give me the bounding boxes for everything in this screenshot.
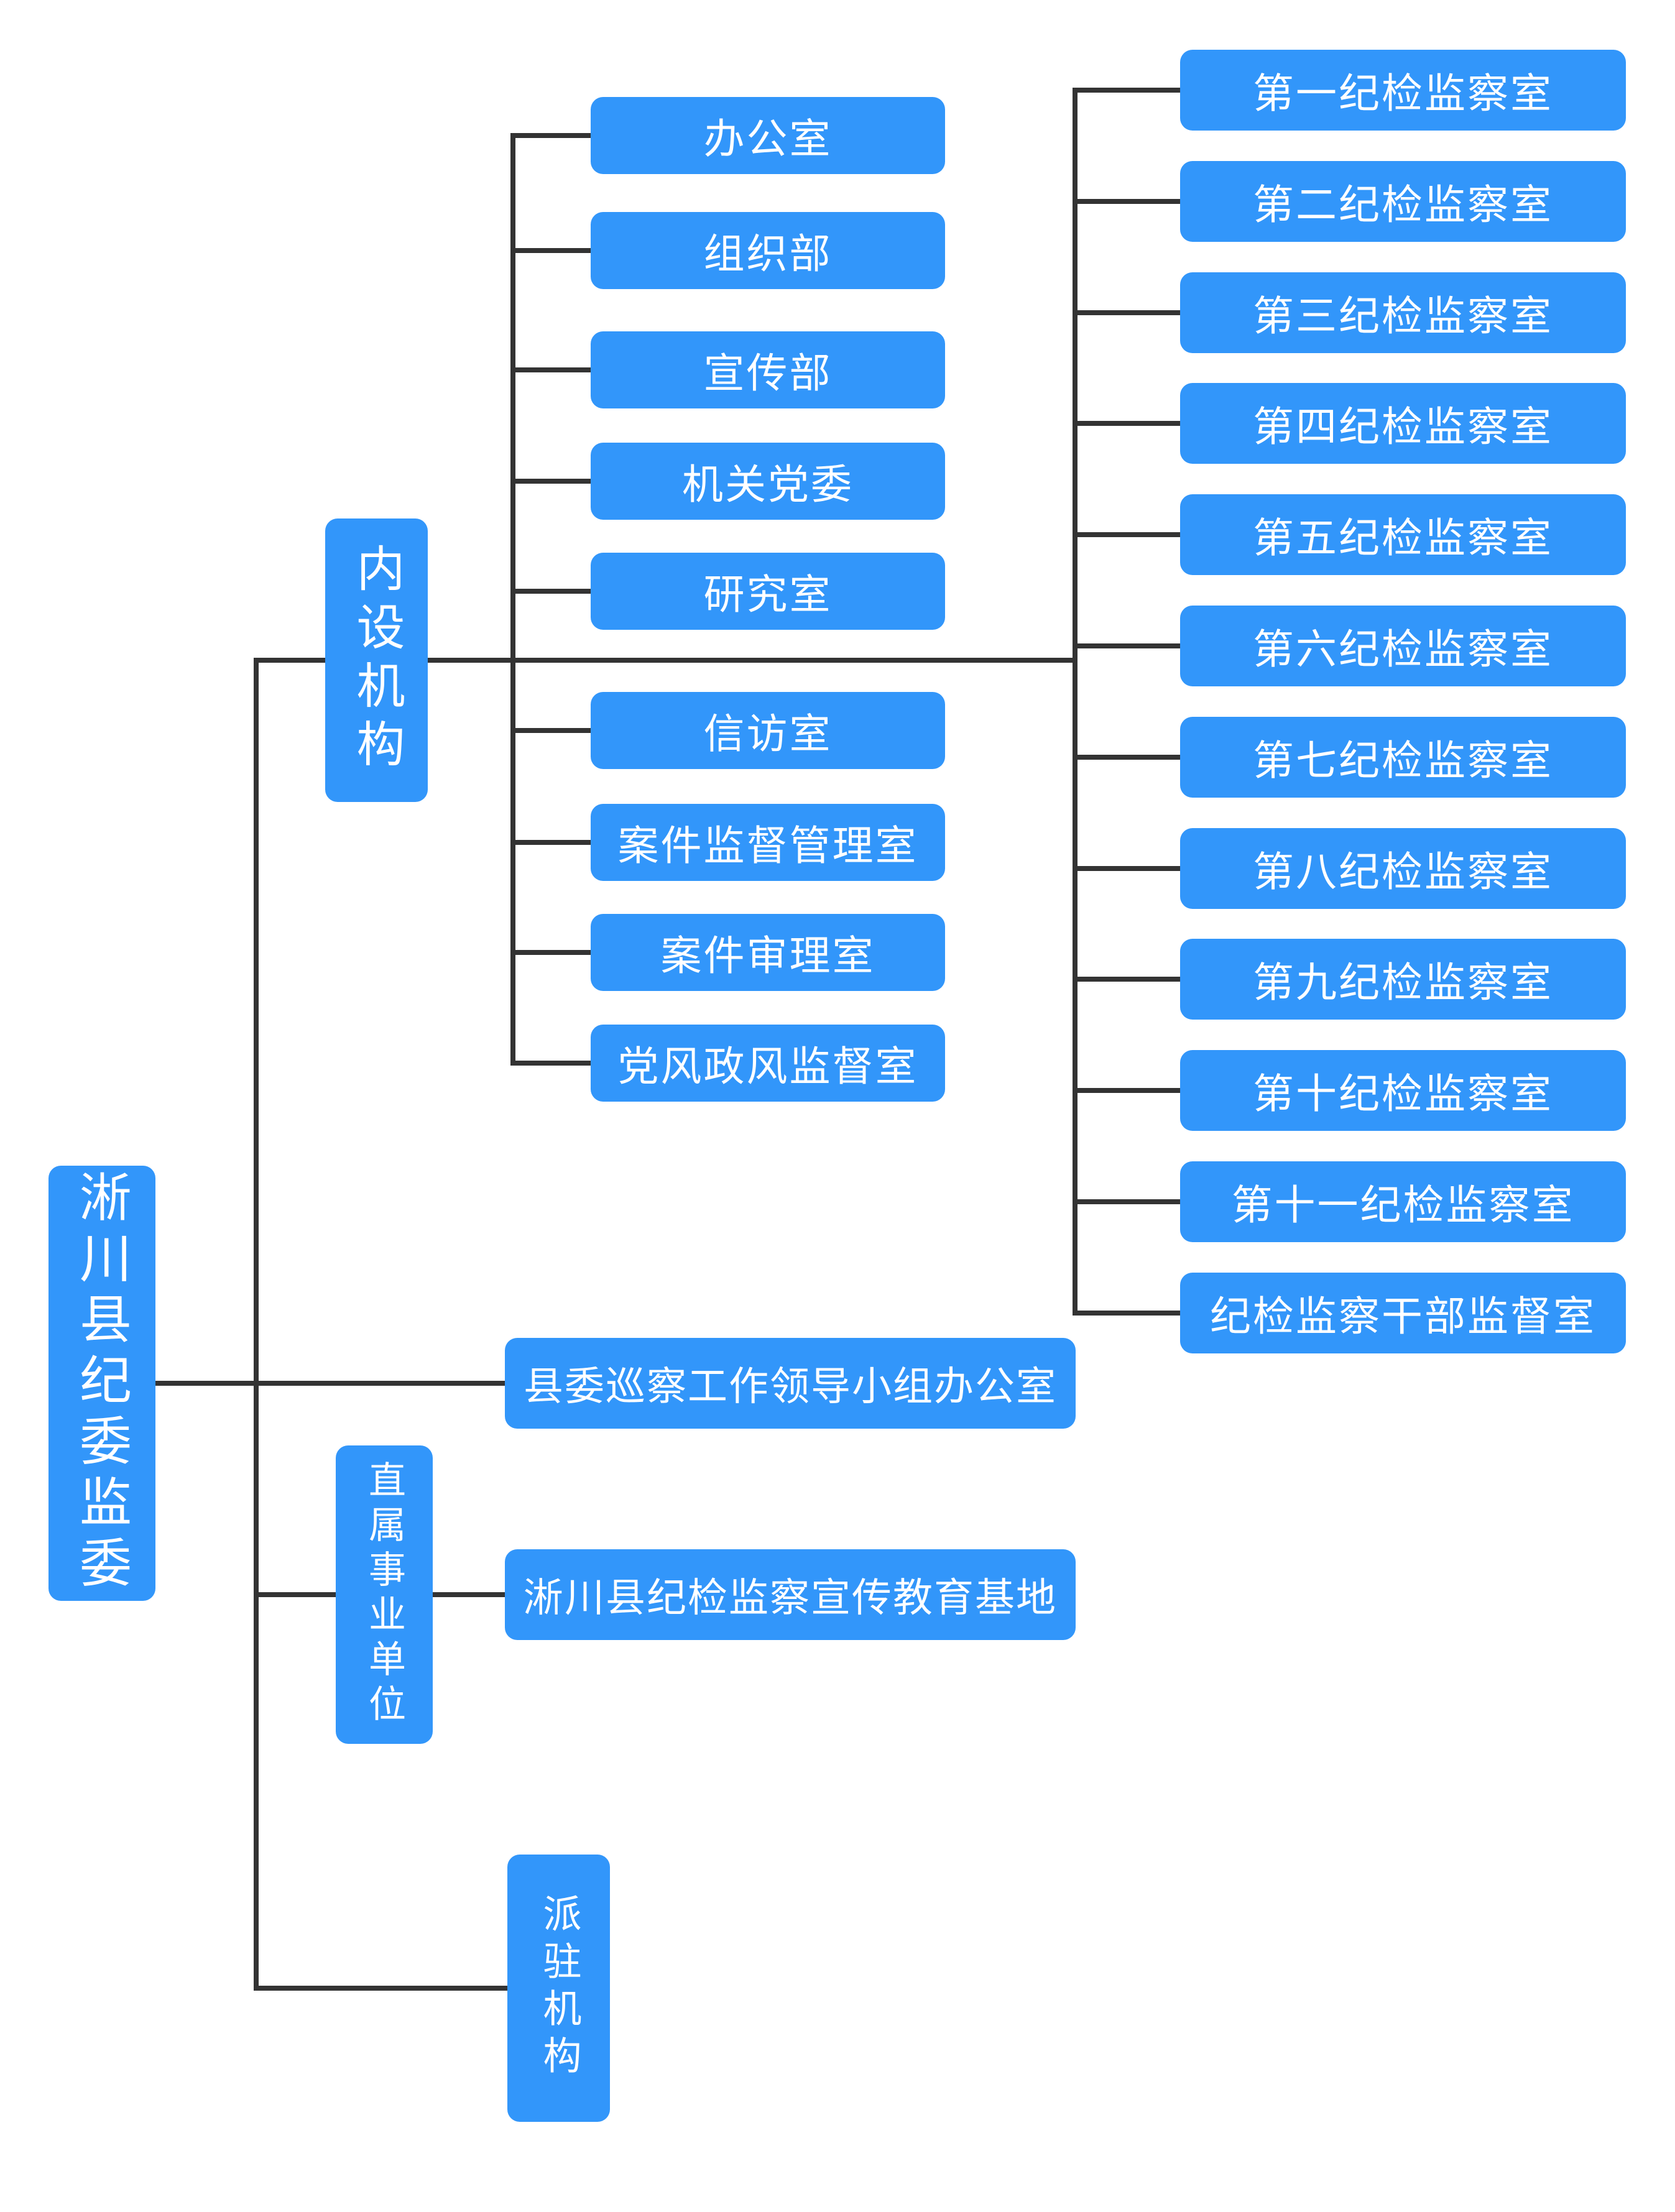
org-node-office-6: 第七纪检监察室	[1180, 717, 1626, 798]
org-node-dispatched-group: 派驻机构	[507, 1855, 610, 2122]
internal-stub-line-7	[510, 950, 591, 955]
offices-stub-line-7	[1073, 866, 1180, 871]
org-node-internal-dept-6: 案件监督管理室	[591, 804, 945, 881]
org-node-internal-dept-7: 案件审理室	[591, 914, 945, 991]
internal-stub-line-5	[510, 728, 591, 733]
offices-column-trunk-line	[1073, 88, 1077, 1316]
internal-stub-line-3	[510, 479, 591, 484]
internal-column-trunk-line	[510, 133, 515, 1066]
org-node-office-3: 第四纪检监察室	[1180, 383, 1626, 464]
org-node-office-2: 第三纪检监察室	[1180, 272, 1626, 353]
org-node-office-10: 第十一纪检监察室	[1180, 1161, 1626, 1242]
internal-branch-line	[254, 658, 1077, 663]
offices-stub-line-6	[1073, 755, 1180, 760]
org-node-internal-dept-3: 机关党委	[591, 443, 945, 520]
internal-stub-line-2	[510, 367, 591, 372]
org-node-direct-group: 直属事业单位	[336, 1445, 433, 1744]
offices-stub-line-3	[1073, 421, 1180, 426]
offices-stub-line-0	[1073, 88, 1180, 93]
offices-stub-line-9	[1073, 1088, 1180, 1093]
org-node-internal-dept-1: 组织部	[591, 212, 945, 289]
internal-stub-line-8	[510, 1061, 591, 1066]
org-node-office-0: 第一纪检监察室	[1180, 50, 1626, 131]
offices-stub-line-5	[1073, 643, 1180, 648]
org-node-inspection-office: 县委巡察工作领导小组办公室	[505, 1338, 1076, 1429]
offices-stub-line-10	[1073, 1199, 1180, 1204]
org-node-internal-dept-4: 研究室	[591, 553, 945, 630]
org-node-office-4: 第五纪检监察室	[1180, 494, 1626, 575]
internal-stub-line-6	[510, 840, 591, 845]
org-node-internal-dept-5: 信访室	[591, 692, 945, 769]
internal-stub-line-1	[510, 248, 591, 253]
offices-stub-line-4	[1073, 532, 1180, 537]
internal-stub-line-4	[510, 589, 591, 594]
org-node-internal-dept-8: 党风政风监督室	[591, 1025, 945, 1102]
internal-stub-line-0	[510, 133, 591, 138]
root-branch-line	[155, 1381, 505, 1386]
org-node-internal-group: 内设机构	[325, 518, 428, 802]
org-node-root: 淅川县纪委监委	[48, 1166, 155, 1601]
org-node-internal-dept-2: 宣传部	[591, 331, 945, 408]
offices-stub-line-11	[1073, 1311, 1180, 1316]
org-node-office-7: 第八纪检监察室	[1180, 828, 1626, 909]
org-node-internal-dept-0: 办公室	[591, 97, 945, 174]
org-node-office-11: 纪检监察干部监督室	[1180, 1273, 1626, 1353]
dispatched-branch-line	[254, 1986, 507, 1991]
org-node-education-base: 淅川县纪检监察宣传教育基地	[505, 1549, 1076, 1640]
org-node-office-5: 第六纪检监察室	[1180, 606, 1626, 686]
org-node-office-8: 第九纪检监察室	[1180, 939, 1626, 1020]
offices-stub-line-2	[1073, 310, 1180, 315]
org-node-office-1: 第二纪检监察室	[1180, 161, 1626, 242]
offices-stub-line-8	[1073, 977, 1180, 982]
offices-stub-line-1	[1073, 199, 1180, 204]
org-node-office-9: 第十纪检监察室	[1180, 1050, 1626, 1131]
main-trunk-line	[254, 658, 259, 1991]
